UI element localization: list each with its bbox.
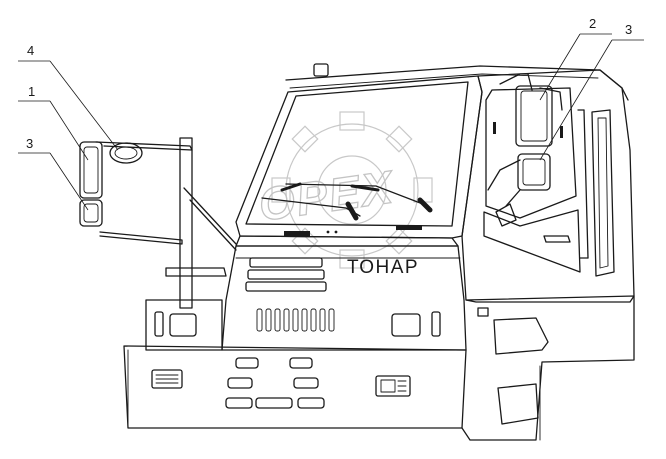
callout-4-left: 4 bbox=[27, 43, 34, 58]
mirror-arm-right bbox=[499, 73, 533, 91]
headlight-right bbox=[375, 375, 411, 397]
watermark-gear-icon bbox=[271, 111, 433, 269]
rear-side-window bbox=[591, 109, 615, 277]
callout-3-right: 3 bbox=[625, 22, 632, 37]
callout-2-right: 2 bbox=[589, 16, 596, 31]
wipers bbox=[261, 182, 433, 221]
small-mirror-left bbox=[79, 199, 103, 227]
small-mirror-right bbox=[517, 153, 551, 191]
mirror-assembly-left bbox=[79, 137, 237, 309]
mirror-assembly-right bbox=[487, 73, 563, 227]
callout-1-left: 1 bbox=[28, 84, 35, 99]
callout-3-left: 3 bbox=[26, 136, 33, 151]
front-panel bbox=[221, 245, 467, 351]
callout-numbers: 4 1 3 2 3 bbox=[26, 16, 632, 151]
headlight-left bbox=[151, 369, 183, 389]
mirror-bracket-left bbox=[95, 141, 193, 151]
step-lower bbox=[497, 383, 539, 425]
cab-badge: ТОНАР bbox=[347, 257, 419, 278]
side-light-right bbox=[391, 313, 421, 337]
bumper-openings bbox=[225, 357, 325, 409]
marker-lamp-right bbox=[396, 225, 422, 230]
marker-lamp-left bbox=[284, 231, 310, 236]
vent-slots bbox=[256, 308, 335, 332]
door-window bbox=[485, 87, 577, 219]
cab-side bbox=[461, 69, 635, 303]
grab-handle bbox=[583, 109, 589, 259]
roof-lamp bbox=[313, 63, 329, 77]
windshield-glass bbox=[245, 81, 469, 227]
watermark-text: OPEX bbox=[256, 160, 398, 230]
round-mirror-left bbox=[109, 142, 143, 164]
kerb-mirror-right bbox=[495, 203, 517, 227]
main-mirror-right bbox=[515, 85, 553, 147]
main-mirror-left bbox=[79, 141, 103, 199]
mirror-post-left bbox=[179, 137, 193, 309]
side-light-left bbox=[169, 313, 197, 337]
callout-leaders bbox=[18, 33, 644, 211]
upper-grille bbox=[245, 257, 327, 292]
step-upper bbox=[493, 317, 549, 355]
cab-body: ТОНАР bbox=[123, 63, 635, 441]
door-panel bbox=[483, 209, 581, 273]
